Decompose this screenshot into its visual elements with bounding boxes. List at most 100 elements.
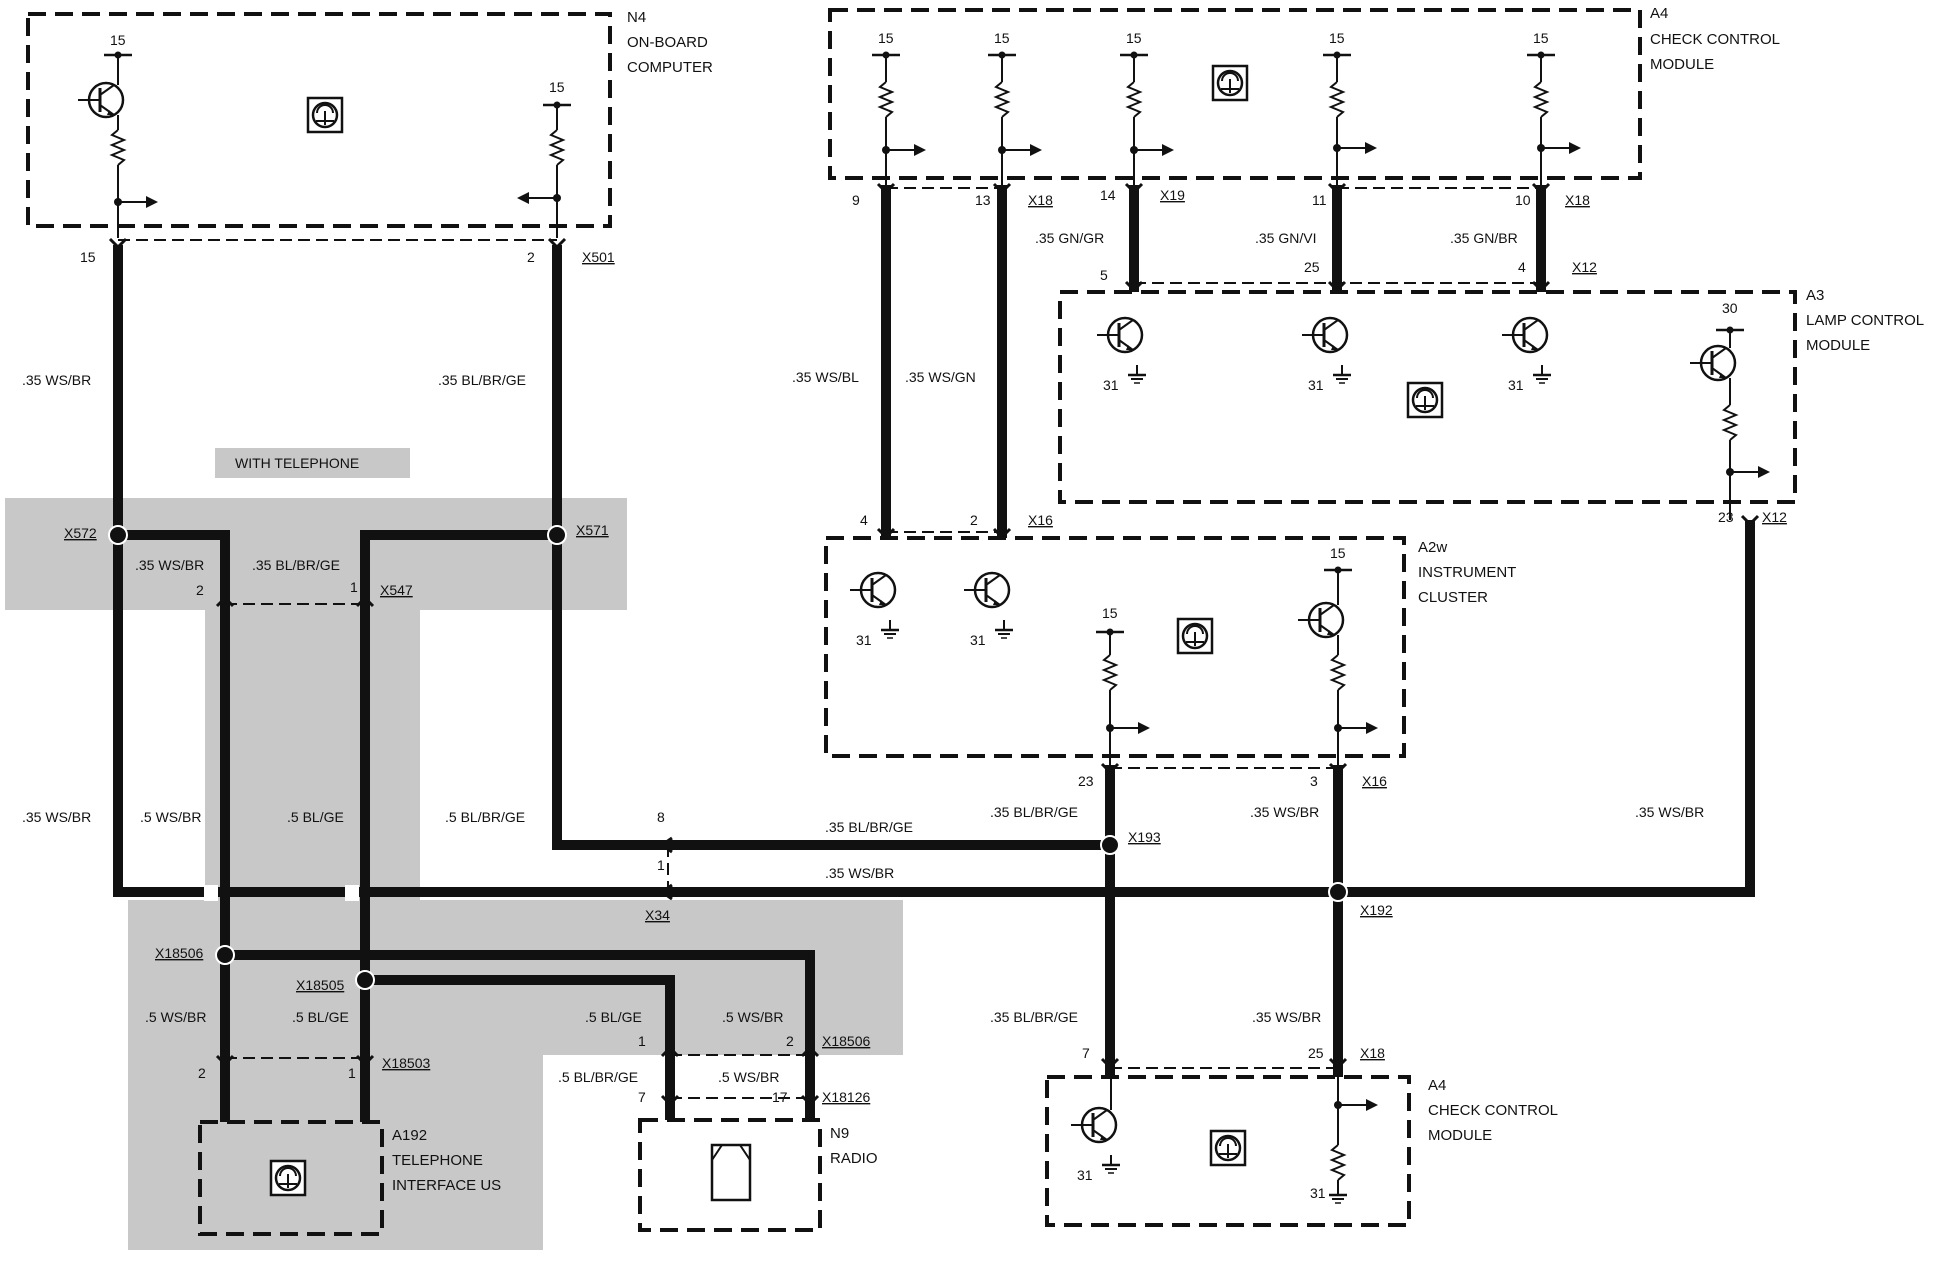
pin-number: 5 xyxy=(1100,267,1108,283)
pin-number: 25 xyxy=(1304,259,1320,275)
telephone-option-shading xyxy=(5,448,903,1250)
pin-number: 25 xyxy=(1308,1045,1324,1061)
a4-top-name1: CHECK CONTROL xyxy=(1650,31,1780,48)
pin-number: 7 xyxy=(1082,1045,1090,1061)
connector-x193: X193 xyxy=(1128,829,1161,845)
pin-number: 8 xyxy=(657,809,665,825)
wire-label: .5 WS/BR xyxy=(145,1009,206,1025)
a3-name1: LAMP CONTROL xyxy=(1806,312,1924,329)
a2w-name2: CLUSTER xyxy=(1418,589,1488,606)
svg-text:15: 15 xyxy=(1126,30,1142,46)
pin-number: 23 xyxy=(1718,509,1734,525)
svg-text:31: 31 xyxy=(1077,1167,1093,1183)
pin-number: 17 xyxy=(772,1089,788,1105)
wire-label: .5 BL/BR/GE xyxy=(445,809,525,825)
wire-label: .35 BL/BR/GE xyxy=(252,557,340,573)
pin-number: 4 xyxy=(860,512,868,528)
connector-x12-a: X12 xyxy=(1572,259,1597,275)
wire-harness xyxy=(113,185,1755,1122)
svg-text:15: 15 xyxy=(1329,30,1345,46)
wire-label: .5 BL/GE xyxy=(287,809,344,825)
a192-name2: INTERFACE US xyxy=(392,1177,501,1194)
wire-label: .35 WS/BR xyxy=(22,809,91,825)
svg-text:31: 31 xyxy=(1310,1185,1326,1201)
pin-number: 23 xyxy=(1078,773,1094,789)
a3-internals: 31 31 31 30 xyxy=(1095,300,1771,520)
connector-x192: X192 xyxy=(1360,902,1393,918)
svg-text:31: 31 xyxy=(1308,377,1324,393)
a4-bottom-name2: MODULE xyxy=(1428,1127,1492,1144)
option-label: WITH TELEPHONE xyxy=(235,455,359,471)
a192-ref: A192 xyxy=(392,1127,427,1144)
pin-number: 10 xyxy=(1515,192,1531,208)
svg-text:15: 15 xyxy=(549,79,565,95)
wire-label: .35 BL/BR/GE xyxy=(825,819,913,835)
svg-text:31: 31 xyxy=(970,632,986,648)
svg-text:15: 15 xyxy=(878,30,894,46)
pin-number: 3 xyxy=(1310,773,1318,789)
svg-text:31: 31 xyxy=(856,632,872,648)
module-box-a192 xyxy=(198,1120,384,1236)
wire-label: .5 WS/BR xyxy=(718,1069,779,1085)
n9-name1: RADIO xyxy=(830,1150,878,1167)
wire-label: .5 BL/GE xyxy=(585,1009,642,1025)
connector-x18506: X18506 xyxy=(155,945,203,961)
n4-ref: N4 xyxy=(627,9,646,26)
control-module-icon xyxy=(306,96,344,134)
wire-label: .35 WS/BR xyxy=(22,372,91,388)
pin-number: 13 xyxy=(975,192,991,208)
a2w-internals: 31 31 15 15 xyxy=(848,545,1379,765)
connector-x571: X571 xyxy=(576,522,609,538)
pin-number: 15 xyxy=(80,249,96,265)
wire-label: .35 WS/BR xyxy=(825,865,894,881)
svg-text:31: 31 xyxy=(1508,377,1524,393)
connector-x18-c: X18 xyxy=(1360,1045,1385,1061)
connector-x572: X572 xyxy=(64,525,97,541)
control-module-icon xyxy=(1406,381,1444,419)
svg-text:15: 15 xyxy=(110,32,126,48)
svg-text:15: 15 xyxy=(994,30,1010,46)
wire-label: .35 WS/BR xyxy=(135,557,204,573)
module-box-n9 xyxy=(638,1118,822,1232)
control-module-icon xyxy=(1211,64,1249,102)
connector-x501: X501 xyxy=(582,249,615,265)
connector-x18-b: X18 xyxy=(1565,192,1590,208)
svg-text:15: 15 xyxy=(1330,545,1346,561)
svg-text:31: 31 xyxy=(1103,377,1119,393)
wire-label: .35 BL/BR/GE xyxy=(990,1009,1078,1025)
a3-name2: MODULE xyxy=(1806,337,1870,354)
a3-ref: A3 xyxy=(1806,287,1824,304)
pin-number: 4 xyxy=(1518,259,1526,275)
control-module-icon xyxy=(269,1159,307,1197)
a4-top-ref: A4 xyxy=(1650,5,1668,22)
connector-x18506-radio: X18506 xyxy=(822,1033,870,1049)
wire-label: .35 BL/BR/GE xyxy=(438,372,526,388)
wire-label: .35 GN/GR xyxy=(1035,230,1104,246)
connector-x18503: X18503 xyxy=(382,1055,430,1071)
a192-name1: TELEPHONE xyxy=(392,1152,483,1169)
svg-text:15: 15 xyxy=(1533,30,1549,46)
wire-label: .5 WS/BR xyxy=(140,809,201,825)
a4-bottom-internals: 31 31 xyxy=(1069,1070,1379,1205)
a2w-ref: A2w xyxy=(1418,539,1447,556)
module-box-a4-top xyxy=(828,8,1642,180)
n9-ref: N9 xyxy=(830,1125,849,1142)
pin-number: 2 xyxy=(198,1065,206,1081)
svg-text:30: 30 xyxy=(1722,300,1738,316)
connector-x34: X34 xyxy=(645,907,670,923)
module-box-a2w xyxy=(824,536,1406,758)
wire-label: .5 BL/BR/GE xyxy=(558,1069,638,1085)
a4-top-name2: MODULE xyxy=(1650,56,1714,73)
wire-label: .35 GN/VI xyxy=(1255,230,1316,246)
n4-name1: ON-BOARD xyxy=(627,34,708,51)
a2w-name1: INSTRUMENT xyxy=(1418,564,1516,581)
connector-x19: X19 xyxy=(1160,187,1185,203)
wire-label: .35 WS/BR xyxy=(1252,1009,1321,1025)
a4-bottom-ref: A4 xyxy=(1428,1077,1446,1094)
pin-number: 2 xyxy=(527,249,535,265)
control-module-icon xyxy=(1209,1129,1247,1167)
wire-label: .5 BL/GE xyxy=(292,1009,349,1025)
pin-number: 9 xyxy=(852,192,860,208)
connector-x12-b: X12 xyxy=(1762,509,1787,525)
